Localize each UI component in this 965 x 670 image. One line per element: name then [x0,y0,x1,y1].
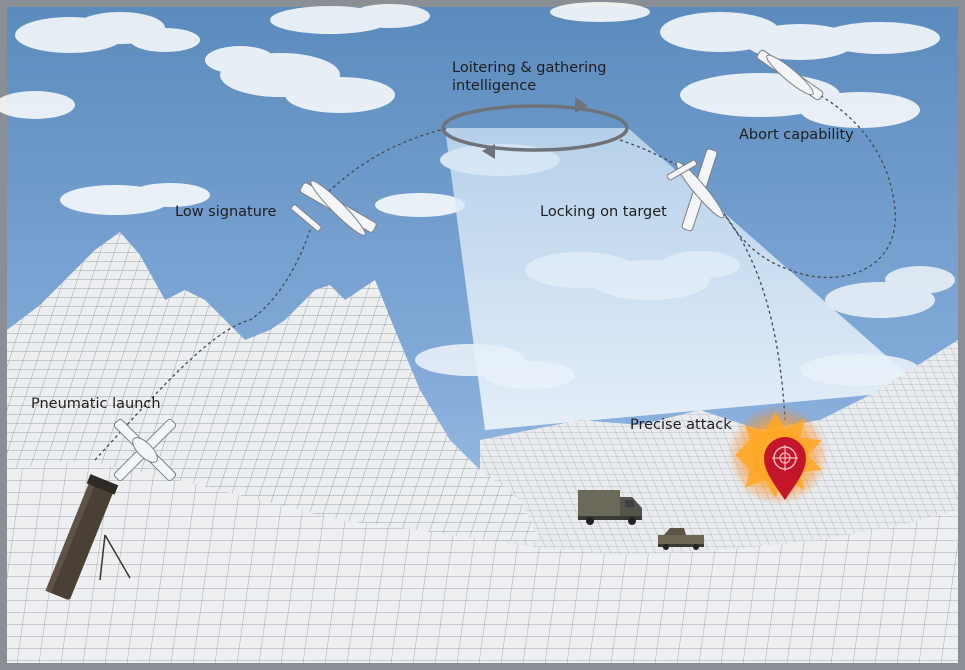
pickup-truck-icon [658,528,704,550]
label-loitering: Loitering & gathering intelligence [452,60,607,94]
label-pneumatic-launch: Pneumatic launch [31,396,161,412]
terrain-foreground [7,460,958,663]
label-abort-capability: Abort capability [739,127,854,143]
drone-icon [290,180,377,236]
truck-icon [578,490,642,525]
drone-icon [113,418,177,482]
loiter-orbit-icon [441,97,629,159]
target-marker-icon [764,437,806,500]
sensor-beam [445,128,925,430]
flight-path [94,89,896,461]
label-locking-on-target: Locking on target [540,204,667,220]
label-precise-attack: Precise attack [630,417,732,433]
launcher-tube-icon [45,474,131,600]
drone-icon [756,49,824,101]
label-low-signature: Low signature [175,204,277,220]
drone-icon [666,148,725,232]
